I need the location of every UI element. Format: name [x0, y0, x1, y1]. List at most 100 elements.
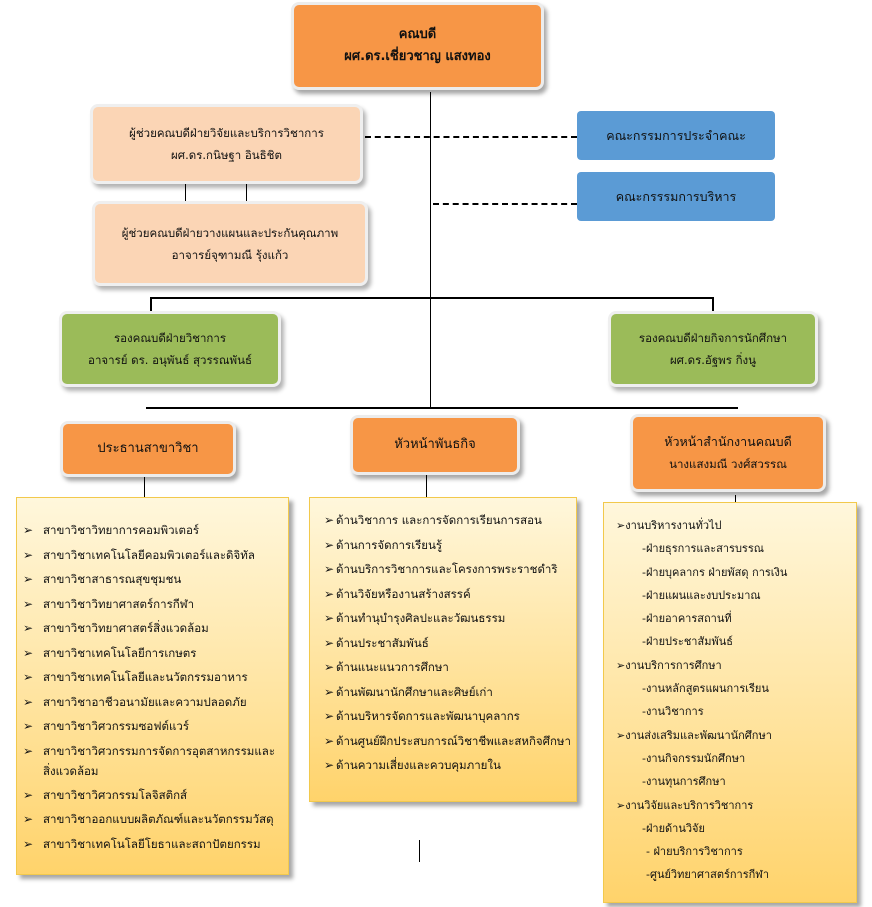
office-item: -งานวิชาการ: [642, 705, 704, 719]
list-item: ➢ด้านพัฒนานักศึกษาและศิษย์เก่า: [310, 680, 576, 705]
list-item: ➢ด้านแนะแนวการศึกษา: [310, 655, 576, 680]
mission-head-box: หัวหน้าพันธกิจ: [350, 415, 520, 475]
list-item: ➢สาขาวิชาออกแบบผลิตภัณฑ์และนวัตกรรมวัสดุ: [17, 807, 284, 832]
list-item: ➢ด้านความเสี่ยงและควบคุมภายใน: [310, 753, 576, 778]
program-chair-box: ประธานสาขาวิชา: [60, 421, 236, 477]
list-item: ➢สาขาวิชาวิทยาการคอมพิวเตอร์: [17, 518, 284, 543]
office-item: -ศูนย์วิทยาศาสตร์การกีฬา: [646, 868, 769, 882]
office-item: -ฝ่ายบุคลากร ฝ่ายพัสดุ การเงิน: [642, 565, 788, 579]
arrow-bullet-icon: ➢: [23, 812, 34, 826]
arrow-bullet-icon: ➢: [324, 758, 335, 772]
arrow-bullet-icon: ➢: [23, 743, 34, 758]
arrow-bullet-icon: ➢: [616, 658, 626, 672]
office-item: -งานกิจกรรมนักศึกษา: [642, 751, 746, 765]
office-panel: ➢งานบริหารงานทั่วไป -ฝ่ายธุรการและสารบรร…: [603, 502, 857, 903]
office-head-box: หัวหน้าสำนักงานคณบดี นางแสงมณี วงศ์สวรรณ: [630, 414, 826, 492]
list-item: ➢สาขาวิชาสาธารณสุขชุมชน: [17, 567, 284, 592]
list-item: ➢ด้านวิจัยหรืองานสร้างสรรค์: [310, 582, 576, 607]
list-item: ➢สาขาวิชาวิทยาศาสตร์สิ่งแวดล้อม: [17, 616, 284, 641]
arrow-bullet-icon: ➢: [23, 670, 34, 684]
arrow-bullet-icon: ➢: [324, 562, 335, 576]
list-item: ➢สาขาวิชาวิศวกรรมซอฟต์แวร์: [17, 714, 284, 739]
office-item: - ฝ่ายบริการวิชาการ: [646, 845, 743, 859]
arrow-bullet-icon: ➢: [23, 621, 34, 635]
list-item: ➢สาขาวิชาเทคโนโลยีคอมพิวเตอร์และดิจิทัล: [17, 543, 284, 568]
list-item: ➢สาขาวิชาวิทยาศาสตร์การกีฬา: [17, 592, 284, 617]
mission-head-title: หัวหน้าพันธกิจ: [394, 437, 476, 452]
office-item: -ฝ่ายอาคารสถานที่: [642, 612, 732, 626]
arrow-bullet-icon: ➢: [23, 694, 34, 709]
bottom-branch-line: [146, 407, 738, 409]
arrow-bullet-icon: ➢: [616, 728, 626, 742]
office-item: -งานหลักสูตรแผนการเรียน: [642, 682, 769, 696]
arrow-bullet-icon: ➢: [324, 611, 335, 625]
assistant-research-title: ผู้ช่วยคณบดีฝ่ายวิจัยและบริการวิชาการ: [129, 126, 324, 140]
office-group-head: ➢งานส่งเสริมและพัฒนานักศึกษา: [616, 728, 772, 742]
arrow-bullet-icon: ➢: [23, 645, 34, 660]
list-item: ➢ด้านบริหารจัดการและพัฒนาบุคลากร: [310, 704, 576, 729]
arrow-bullet-icon: ➢: [616, 798, 626, 812]
assistant-link-line: [185, 184, 186, 202]
arrow-bullet-icon: ➢: [23, 547, 34, 562]
arrow-bullet-icon: ➢: [324, 709, 335, 723]
arrow-bullet-icon: ➢: [324, 733, 335, 748]
list-item: ➢สาขาวิชาเทคโนโลยีและนวัตกรรมอาหาร: [17, 665, 284, 690]
list-item: ➢สาขาวิชาเทคโนโลยีโยธาและสถาปัตยกรรม: [17, 832, 284, 857]
arrow-bullet-icon: ➢: [324, 513, 335, 527]
admin-committee-label: คณะกรรรมการบริหาร: [615, 188, 737, 204]
vice-academic-box: รองคณบดีฝ่ายวิชาการ อาจารย์ ดร. อนุพันธ์…: [59, 311, 281, 387]
office-head-title: หัวหน้าสำนักงานคณบดี: [664, 434, 792, 449]
office-group-head: ➢งานบริการการศึกษา: [616, 658, 722, 672]
vice-branch-line: [150, 297, 714, 299]
vice-academic-name: อาจารย์ ดร. อนุพันธ์ สุวรรณพันธ์: [88, 353, 252, 367]
list-item: ➢ด้านทำนุบำรุงศิลปะและวัฒนธรรม: [310, 606, 576, 631]
admin-committee-box: คณะกรรรมการบริหาร: [577, 172, 775, 221]
stray-line: [419, 840, 420, 862]
office-group-head: ➢งานบริหารงานทั่วไป: [616, 519, 722, 532]
office-group-head: ➢งานวิจัยและบริการวิชาการ: [616, 798, 754, 812]
office-head-name: นางแสงมณี วงศ์สวรรณ: [669, 457, 787, 471]
assistant-link-line: [246, 184, 247, 202]
office-item: -ฝ่ายธุรการและสารบรรณ: [642, 542, 764, 556]
spine-line: [430, 92, 431, 408]
arrow-bullet-icon: ➢: [324, 537, 335, 552]
arrow-bullet-icon: ➢: [324, 684, 335, 699]
dean-name: ผศ.ดร.เชี่ยวชาญ แสงทอง: [344, 49, 491, 64]
vice-drop-line: [712, 297, 714, 311]
dean-title: คณบดี: [398, 27, 437, 42]
assistant-research-box: ผู้ช่วยคณบดีฝ่ายวิจัยและบริการวิชาการ ผศ…: [90, 104, 363, 184]
arrow-bullet-icon: ➢: [616, 519, 626, 532]
list-item: ➢สาขาวิชาวิศวกรรมโลจิสติกส์: [17, 783, 284, 808]
arrow-bullet-icon: ➢: [23, 836, 34, 851]
list-item: ➢สาขาวิชาเทคโนโลยีการเกษตร: [17, 641, 284, 666]
arrow-bullet-icon: ➢: [23, 572, 34, 586]
arrow-bullet-icon: ➢: [23, 523, 34, 537]
assistant-planning-name: อาจารย์จุฑามณี รุ้งแก้ว: [171, 247, 289, 262]
list-item: ➢ด้านบริการวิชาการและโครงการพระราชดำริ: [310, 557, 576, 582]
list-item: ➢สาขาวิชาวิศวกรรมการจัดการอุตสาหกรรมและส…: [17, 741, 284, 781]
list-item: ➢ด้านประชาสัมพันธ์: [310, 631, 576, 656]
program-chair-title: ประธานสาขาวิชา: [97, 441, 199, 456]
missions-list: ➢ด้านวิชาการ และการจัดการเรียนการสอน ➢ด้…: [310, 508, 576, 778]
arrow-bullet-icon: ➢: [23, 596, 34, 611]
arrow-bullet-icon: ➢: [324, 635, 335, 650]
faculty-committee-box: คณะกรรมการประจำคณะ: [577, 111, 775, 160]
drop-line-mission: [426, 475, 427, 497]
programs-list: ➢สาขาวิชาวิทยาการคอมพิวเตอร์ ➢สาขาวิชาเท…: [17, 518, 284, 856]
assistant-research-name: ผศ.ดร.กนิษฐา อินธิชิต: [171, 148, 282, 162]
arrow-bullet-icon: ➢: [324, 660, 335, 674]
vice-student-title: รองคณบดีฝ่ายกิจการนักศึกษา: [638, 331, 788, 345]
arrow-bullet-icon: ➢: [324, 586, 335, 601]
missions-panel: ➢ด้านวิชาการ และการจัดการเรียนการสอน ➢ด้…: [309, 497, 577, 802]
vice-drop-line: [150, 297, 152, 311]
list-item: ➢ด้านวิชาการ และการจัดการเรียนการสอน: [310, 508, 576, 533]
assistant-planning-title: ผู้ช่วยคณบดีฝ่ายวางแผนและประกันคุณภาพ: [121, 225, 339, 240]
arrow-bullet-icon: ➢: [23, 787, 34, 802]
committee-dashed-line: [365, 136, 577, 138]
office-item: -งานทุนการศึกษา: [642, 775, 726, 789]
arrow-bullet-icon: ➢: [23, 719, 34, 733]
vice-academic-title: รองคณบดีฝ่ายวิชาการ: [113, 331, 227, 345]
committee-dashed-line: [433, 203, 577, 205]
assistant-planning-box: ผู้ช่วยคณบดีฝ่ายวางแผนและประกันคุณภาพ อา…: [92, 201, 368, 286]
vice-student-name: ผศ.ดร.อัฐพร กิ่งนู: [669, 353, 757, 367]
